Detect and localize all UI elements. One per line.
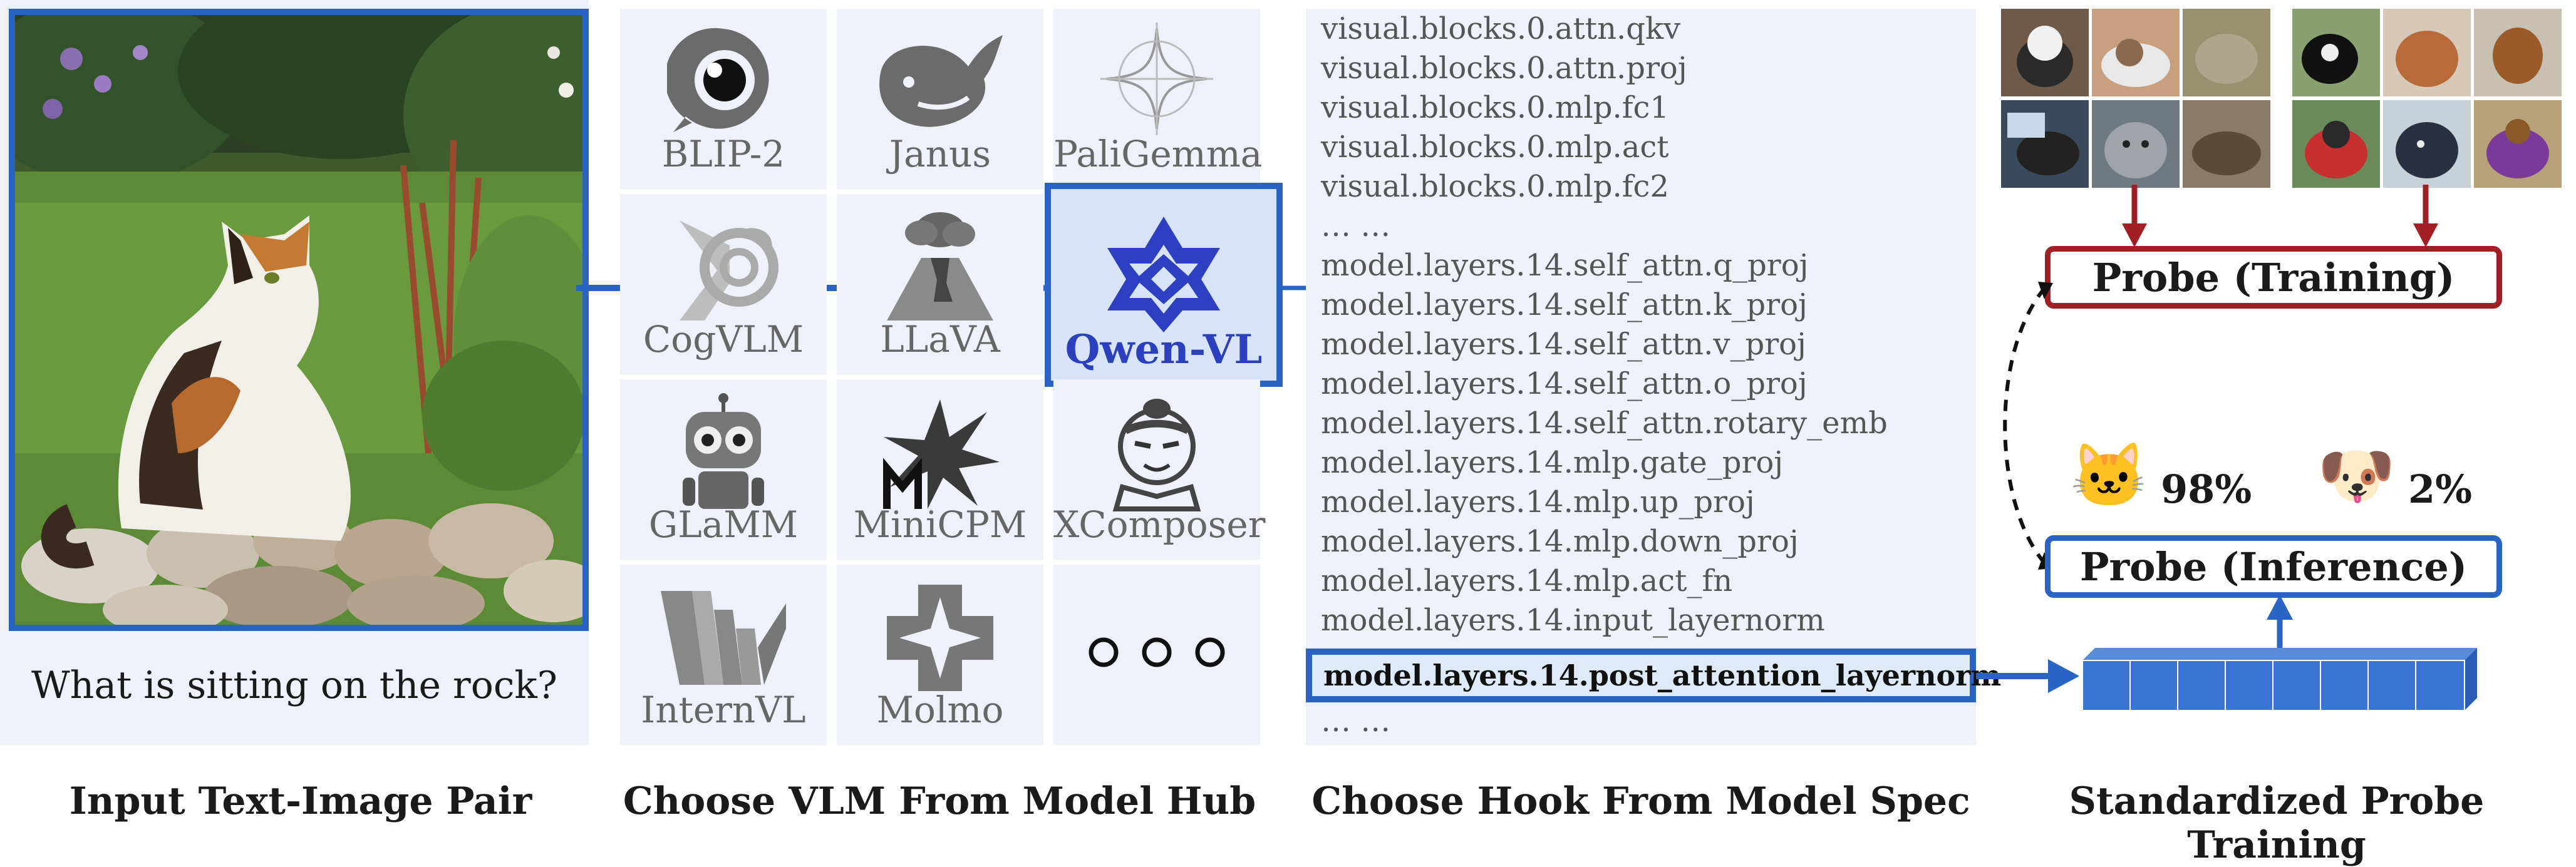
spec-line[interactable]: visual.blocks.0.mlp.act <box>1321 130 1669 165</box>
sparkle-icon <box>1100 23 1213 135</box>
probe-training-box: Probe (Training) <box>2045 246 2502 309</box>
cat-emoji-icon: 🐱 <box>2070 439 2148 512</box>
sumo-icon <box>1112 399 1201 511</box>
dog-thumbnail <box>2383 100 2471 188</box>
dog-thumbnail <box>2292 100 2380 188</box>
model-card-blip2[interactable]: BLIP-2 <box>620 9 827 189</box>
volcano-icon <box>887 212 993 321</box>
whale-icon <box>879 35 1003 127</box>
cat-thumbnail <box>2001 100 2089 188</box>
model-card-minicpm[interactable]: MiniCPM <box>837 379 1043 560</box>
model-card-paligemma[interactable]: PaliGemma <box>1053 9 1263 189</box>
model-label: MiniCPM <box>853 503 1027 546</box>
model-label: GLaMM <box>648 503 799 546</box>
spec-line[interactable]: model.layers.14.input_layernorm <box>1321 603 1825 638</box>
arrows-images-to-probe-training <box>2122 185 2438 247</box>
robot-icon <box>683 393 764 509</box>
minicpm-logo-icon <box>883 399 1000 509</box>
spec-line-trailing: … … <box>1321 704 1391 739</box>
cat-thumbnail <box>2183 100 2270 188</box>
caption-model-hub: Choose VLM From Model Hub <box>623 779 1256 823</box>
dog-thumbnail <box>2383 9 2471 96</box>
cat-thumbnail <box>2092 9 2180 96</box>
spec-line[interactable]: model.layers.14.mlp.down_proj <box>1321 524 1799 559</box>
dog-score: 2% <box>2408 466 2473 512</box>
model-label: Janus <box>889 133 991 175</box>
spec-line[interactable]: model.layers.14.self_attn.q_proj <box>1321 248 1809 283</box>
model-spec-panel: visual.blocks.0.attn.qkv visual.blocks.0… <box>1306 9 1976 745</box>
model-card-more[interactable] <box>1053 565 1260 745</box>
model-label: Qwen-VL <box>1065 326 1263 373</box>
spec-line[interactable]: model.layers.14.self_attn.rotary_emb <box>1321 406 1888 441</box>
qwen-logo-icon <box>1107 217 1220 332</box>
question-text: What is sitting on the rock? <box>31 664 557 707</box>
model-card-llava[interactable]: LLaVA <box>837 194 1043 374</box>
model-label: CogVLM <box>643 318 804 361</box>
probe-inference-box: Probe (Inference) <box>2045 535 2502 598</box>
model-label: InternVL <box>641 689 806 731</box>
dog-thumbnail <box>2474 100 2562 188</box>
spec-line[interactable]: model.layers.14.mlp.act_fn <box>1321 563 1733 598</box>
cat-thumbnail <box>2183 9 2270 96</box>
selected-hook[interactable]: model.layers.14.post_attention_layernorm <box>1306 649 2001 702</box>
model-label: LLaVA <box>880 318 1000 361</box>
model-card-internvl[interactable]: InternVL <box>620 565 827 745</box>
spec-line[interactable]: model.layers.14.mlp.gate_proj <box>1321 445 1784 480</box>
cat-thumbnail <box>2001 9 2089 96</box>
model-card-cogvlm[interactable]: CogVLM <box>620 194 827 374</box>
cat-score: 98% <box>2161 466 2252 512</box>
model-card-xcomposer[interactable]: XComposer <box>1053 379 1266 560</box>
more-dots-icon <box>1089 637 1225 667</box>
caption-probe: Standardized Probe Training <box>2069 779 2485 867</box>
dog-thumbnail <box>2292 9 2380 96</box>
internvl-logo-icon <box>661 591 786 685</box>
cat-thumbnail <box>2092 100 2180 188</box>
dog-emoji-icon: 🐶 <box>2317 439 2396 512</box>
model-label: PaliGemma <box>1053 133 1263 175</box>
caption-input: Input Text-Image Pair <box>69 779 532 823</box>
arrow-hook-to-embedding <box>1976 659 2079 693</box>
cat-photo <box>9 9 589 631</box>
spec-line[interactable]: visual.blocks.0.mlp.fc2 <box>1321 169 1669 204</box>
spec-line: … … <box>1321 208 1391 244</box>
spec-line[interactable]: visual.blocks.0.attn.proj <box>1321 51 1687 86</box>
spec-line[interactable]: visual.blocks.0.mlp.fc1 <box>1321 90 1669 125</box>
model-label: Molmo <box>876 689 1004 731</box>
model-card-janus[interactable]: Janus <box>837 9 1043 189</box>
model-label: XComposer <box>1053 503 1266 546</box>
model-label: BLIP-2 <box>661 133 785 175</box>
dog-thumbnail <box>2474 9 2562 96</box>
spec-line[interactable]: model.layers.14.self_attn.k_proj <box>1321 287 1808 322</box>
blip2-logo-icon <box>667 28 769 132</box>
molmo-logo-icon <box>887 585 993 691</box>
spec-line[interactable]: model.layers.14.mlp.up_proj <box>1321 485 1755 520</box>
model-card-glamm[interactable]: GLaMM <box>620 379 827 560</box>
spec-line[interactable]: model.layers.14.self_attn.v_proj <box>1321 327 1806 362</box>
caption-hook: Choose Hook From Model Spec <box>1311 779 1970 823</box>
spec-line[interactable]: model.layers.14.self_attn.o_proj <box>1321 366 1808 401</box>
model-card-qwen-vl-selected[interactable]: Qwen-VL <box>1045 183 1283 387</box>
spec-line[interactable]: visual.blocks.0.attn.qkv <box>1321 11 1681 46</box>
model-card-molmo[interactable]: Molmo <box>837 565 1043 745</box>
arrow-training-to-inference <box>2003 282 2053 570</box>
chameleon-icon <box>680 220 778 321</box>
embedding-vector-icon <box>2082 648 2477 711</box>
